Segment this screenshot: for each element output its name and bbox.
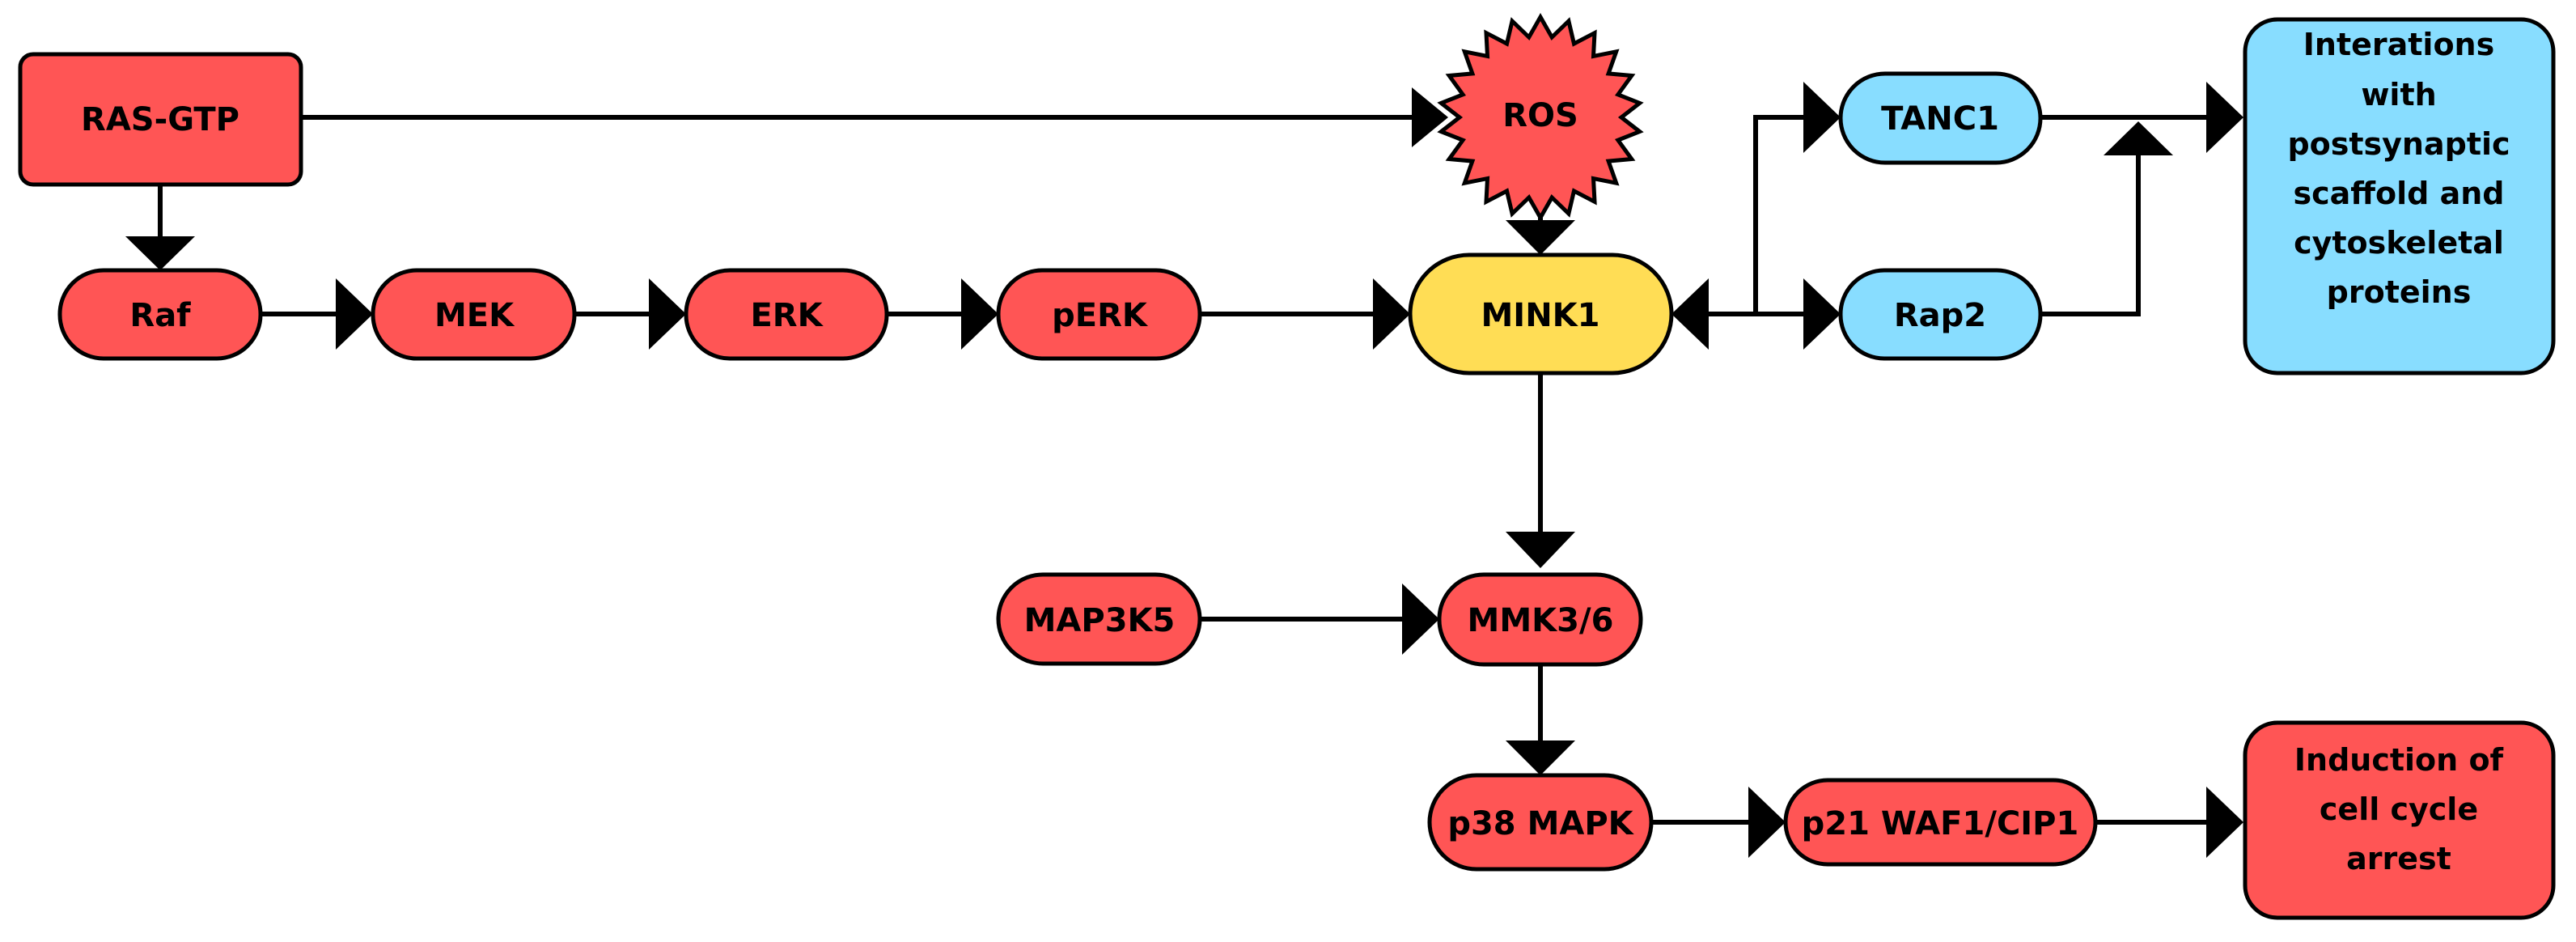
node-interactions-shape [2243, 17, 2556, 376]
arrowhead-rap2 [1803, 278, 1841, 350]
node-p21-shape [1783, 778, 2098, 867]
edge-branch-tanc1 [1753, 115, 1806, 314]
node-ros-shape [1437, 12, 1644, 223]
edges [125, 82, 2243, 858]
node-raf: Raf [57, 268, 263, 361]
arrowhead-perk [961, 278, 998, 350]
node-interactions-line-5: cytoskeletal [2294, 225, 2504, 261]
node-arrest-line-1: Induction of [2294, 742, 2504, 778]
node-p38: p38 MAPK [1427, 773, 1654, 872]
node-interactions-line-2: with [2361, 77, 2436, 112]
arrowhead-p38 [1506, 740, 1575, 775]
node-erk: ERK [684, 268, 889, 361]
node-perk: pERK [996, 268, 1202, 361]
node-raf-shape [57, 268, 263, 361]
node-mek-shape [371, 268, 577, 361]
node-map3k5-label: MAP3K5 [1024, 602, 1176, 639]
arrowhead-raf [125, 236, 195, 270]
node-map3k5-shape [996, 572, 1202, 666]
arrowhead-mink1-top [1506, 220, 1575, 255]
arrowhead-arrest [2206, 787, 2243, 858]
arrowhead-ros [1412, 87, 1448, 147]
node-map3k5: MAP3K5 [996, 572, 1202, 666]
node-interactions-line-4: scaffold and [2293, 176, 2504, 211]
edge-rap2-join [2040, 155, 2141, 316]
node-ros: ROS [1437, 12, 1644, 223]
arrowhead-join [2104, 121, 2173, 155]
node-p38-label: p38 MAPK [1447, 805, 1634, 842]
node-interactions-line-6: proteins [2327, 274, 2472, 310]
node-ras-gtp-shape [18, 52, 303, 187]
node-p21-label: p21 WAF1/CIP1 [1802, 805, 2079, 842]
node-erk-label: ERK [750, 297, 824, 334]
arrowhead-tanc1 [1803, 82, 1841, 153]
node-interactions-line-1: Interations [2303, 27, 2494, 62]
node-interactions: Interations with postsynaptic scaffold a… [2243, 17, 2556, 376]
node-perk-label: pERK [1052, 297, 1149, 334]
node-tanc1-shape [1838, 71, 2043, 165]
arrowhead-interactions [2206, 82, 2243, 153]
arrowhead-mink1-right [1671, 278, 1709, 350]
node-p38-shape [1427, 773, 1654, 872]
arrowhead-p21 [1748, 787, 1786, 858]
node-interactions-line-3: postsynaptic [2287, 126, 2510, 162]
arrowhead-mek [336, 278, 373, 350]
arrowhead-mmk36-left [1402, 583, 1439, 655]
node-arrest-line-2: cell cycle [2320, 791, 2478, 827]
node-raf-label: Raf [129, 297, 191, 334]
node-mink1-shape [1408, 252, 1674, 376]
arrowhead-mink1-left [1373, 278, 1410, 350]
node-tanc1-label: TANC1 [1881, 100, 1999, 138]
node-tanc1: TANC1 [1838, 71, 2043, 165]
node-p21: p21 WAF1/CIP1 [1783, 778, 2098, 867]
node-ras-gtp: RAS-GTP [18, 52, 303, 187]
arrowhead-erk [649, 278, 686, 350]
node-arrest: Induction of cell cycle arrest [2243, 720, 2556, 920]
node-rap2-label: Rap2 [1894, 297, 1986, 334]
node-ras-gtp-label: RAS-GTP [81, 101, 239, 138]
node-mmk36: MMK3/6 [1437, 572, 1643, 667]
node-perk-shape [996, 268, 1202, 361]
node-mink1: MINK1 [1408, 252, 1674, 376]
node-mek: MEK [371, 268, 577, 361]
node-mmk36-shape [1437, 572, 1643, 667]
node-erk-shape [684, 268, 889, 361]
node-mink1-label: MINK1 [1481, 297, 1600, 334]
node-ros-label: ROS [1502, 97, 1578, 134]
node-mek-label: MEK [434, 297, 515, 334]
arrowhead-mmk36-top [1506, 532, 1575, 568]
node-mmk36-label: MMK3/6 [1468, 602, 1614, 639]
node-arrest-shape [2243, 720, 2556, 920]
node-rap2-shape [1838, 268, 2043, 361]
node-arrest-line-3: arrest [2346, 841, 2451, 876]
node-rap2: Rap2 [1838, 268, 2043, 361]
